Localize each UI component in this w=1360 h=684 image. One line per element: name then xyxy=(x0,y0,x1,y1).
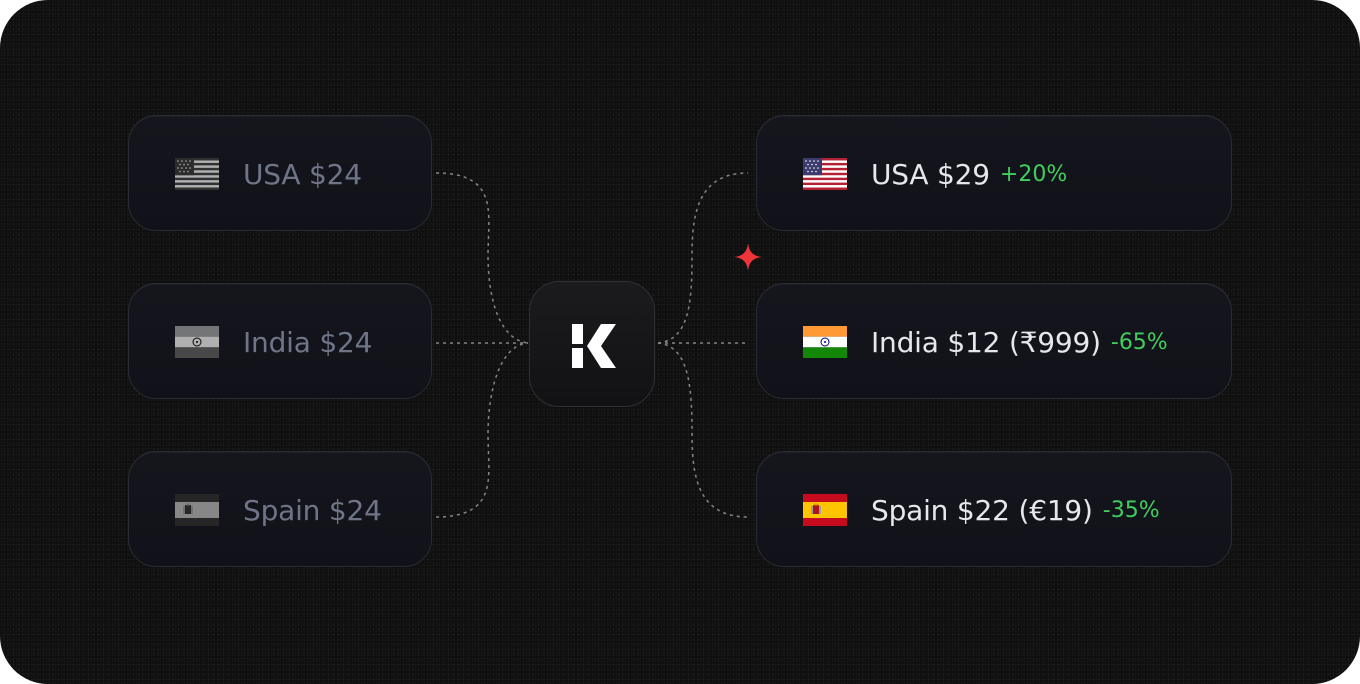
usa-flag-icon xyxy=(175,158,219,190)
card-right-india: India $12 (₹999) -65% xyxy=(756,283,1232,399)
card-label: Spain $22 (€19) xyxy=(871,493,1093,527)
connector-left-spain xyxy=(435,342,529,518)
connector-right-spain xyxy=(657,342,749,518)
card-label: India $24 xyxy=(243,325,373,359)
card-left-usa: USA $24 xyxy=(128,115,432,231)
india-flag-icon xyxy=(803,326,847,358)
price-delta: +20% xyxy=(999,161,1068,187)
connector-right-usa xyxy=(657,172,749,344)
spain-flag-icon xyxy=(175,494,219,526)
card-right-spain: Spain $22 (€19) -35% xyxy=(756,451,1232,567)
card-label: Spain $24 xyxy=(243,493,382,527)
card-right-usa: USA $29 +20% xyxy=(756,115,1232,231)
sparkle-icon xyxy=(734,243,762,271)
card-label: USA $29 xyxy=(871,157,990,191)
connector-left-usa xyxy=(435,172,529,344)
price-delta: -65% xyxy=(1110,329,1168,355)
card-left-india: India $24 xyxy=(128,283,432,399)
hub-logo xyxy=(529,281,655,407)
card-label: India $12 (₹999) xyxy=(871,325,1101,359)
spain-flag-icon xyxy=(803,494,847,526)
k-logo-icon xyxy=(572,324,616,368)
card-label: USA $24 xyxy=(243,157,362,191)
card-left-spain: Spain $24 xyxy=(128,451,432,567)
india-flag-icon xyxy=(175,326,219,358)
price-delta: -35% xyxy=(1102,497,1160,523)
usa-flag-icon xyxy=(803,158,847,190)
